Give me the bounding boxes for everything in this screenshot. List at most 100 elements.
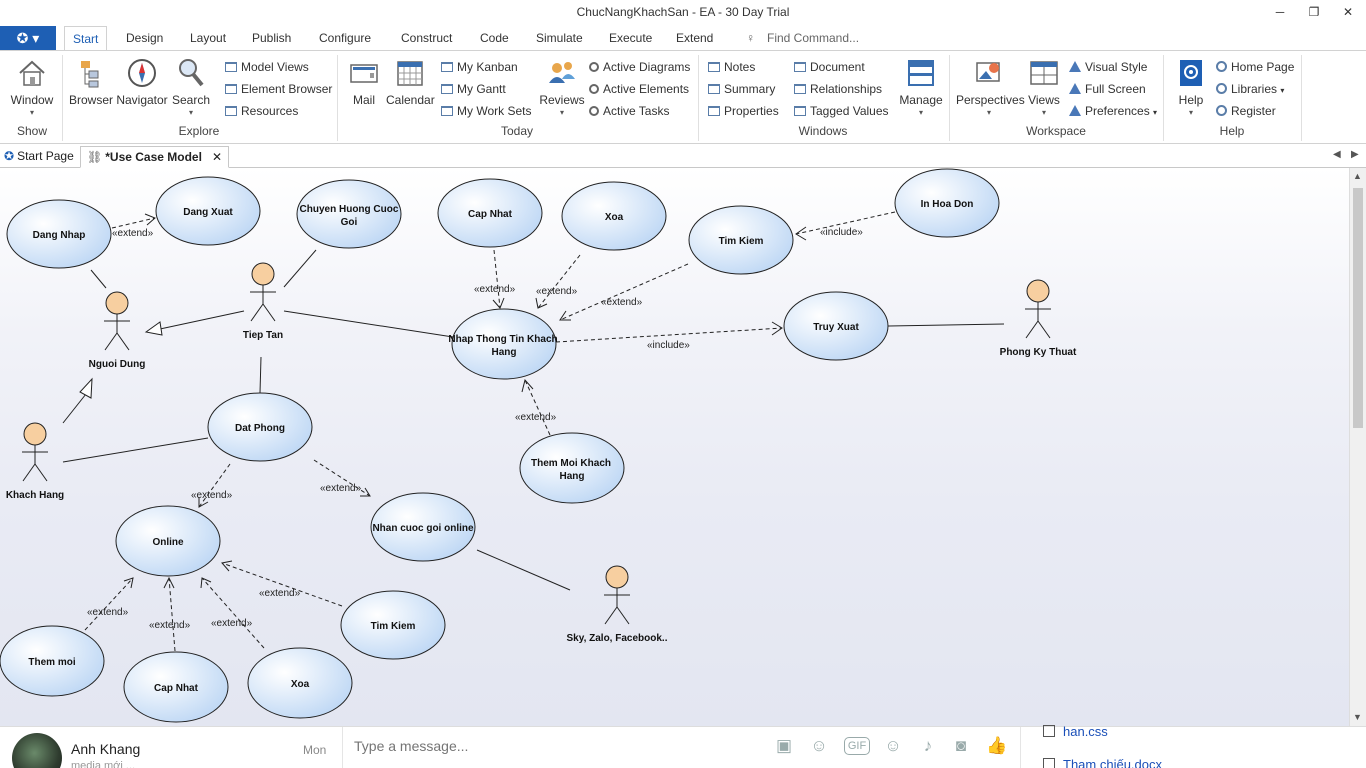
visual-style-button[interactable]: Visual Style (1069, 60, 1147, 74)
use-case-cap-nhat-top[interactable]: Cap Nhat (437, 178, 543, 248)
diagram-canvas[interactable]: «extend» «extend» «extend» «extend» «inc… (0, 168, 1349, 726)
tab-configure[interactable]: Configure (319, 31, 372, 45)
use-case-tim-kiem-bottom[interactable]: Tim Kiem (340, 590, 446, 660)
tab-start[interactable]: Start (64, 26, 108, 51)
active-elements-button[interactable]: Active Elements (589, 82, 689, 96)
use-case-tim-kiem-top[interactable]: Tim Kiem (688, 205, 794, 275)
message-input[interactable] (354, 738, 754, 754)
tagged-values-button[interactable]: Tagged Values (794, 104, 889, 118)
window-button[interactable]: Window ▾ (10, 57, 54, 117)
use-case-label: Online (152, 537, 184, 548)
app-menu-button[interactable]: ✪ ▾ (0, 26, 56, 50)
notes-button[interactable]: Notes (708, 60, 755, 74)
tab-start-page[interactable]: ✪Start Page (4, 149, 74, 163)
model-views-button[interactable]: Model Views (225, 60, 309, 74)
manage-button[interactable]: Manage ▾ (898, 57, 944, 117)
tab-publish[interactable]: Publish (252, 31, 292, 45)
tabs-right-arrow-icon[interactable]: ▶ (1351, 149, 1359, 160)
tab-layout[interactable]: Layout (190, 31, 227, 45)
help-button[interactable]: Help ▾ (1172, 57, 1210, 117)
chevron-down-icon: ▾ (1188, 108, 1193, 117)
properties-button[interactable]: Properties (708, 104, 779, 118)
use-case-xoa-bottom[interactable]: Xoa (247, 647, 353, 719)
avatar[interactable] (12, 733, 62, 768)
home-page-button[interactable]: Home Page (1216, 60, 1294, 74)
my-gantt-button[interactable]: My Gantt (441, 82, 506, 96)
scroll-up-arrow-icon[interactable]: ▲ (1353, 171, 1362, 181)
image-icon[interactable]: ▣ (775, 736, 793, 755)
tab-extend[interactable]: Extend (676, 31, 714, 45)
mail-button[interactable]: Mail (344, 57, 384, 107)
libraries-button[interactable]: Libraries ▾ (1216, 82, 1284, 96)
emoji-icon[interactable]: ☺ (884, 736, 902, 755)
tab-use-case-model[interactable]: ⛓*Use Case Model✕ (80, 146, 229, 168)
use-case-cap-nhat-bottom[interactable]: Cap Nhat (123, 651, 229, 723)
document-button[interactable]: Document (794, 60, 865, 74)
reviews-button[interactable]: Reviews ▾ (538, 57, 586, 117)
my-work-sets-button[interactable]: My Work Sets (441, 104, 531, 118)
use-case-truy-xuat[interactable]: Truy Xuat (783, 291, 889, 361)
microphone-icon[interactable]: ♪ (923, 736, 933, 755)
calendar-button[interactable]: Calendar (386, 57, 435, 107)
use-case-nhan-cuoc-goi-online[interactable]: Nhan cuoc goi online (370, 492, 476, 562)
navigator-button[interactable]: Navigator (116, 57, 168, 107)
tab-design[interactable]: Design (126, 31, 164, 45)
globe-icon (1216, 61, 1227, 72)
actor-phong-ky-thuat[interactable]: Phong Ky Thuat (1000, 279, 1077, 358)
use-case-dang-xuat[interactable]: Dang Xuat (155, 176, 261, 246)
scrollbar-thumb[interactable] (1353, 188, 1363, 428)
scroll-down-arrow-icon[interactable]: ▼ (1353, 712, 1362, 722)
compass-icon (128, 59, 156, 87)
use-case-dat-phong[interactable]: Dat Phong (207, 392, 313, 462)
gif-icon[interactable]: GIF (844, 737, 870, 755)
views-button[interactable]: Views ▾ (1025, 57, 1063, 117)
use-case-in-hoa-don[interactable]: In Hoa Don (894, 168, 1000, 238)
register-button[interactable]: Register (1216, 104, 1276, 118)
tab-code[interactable]: Code (480, 31, 509, 45)
camera-icon[interactable]: ◙ (955, 736, 967, 755)
tab-construct[interactable]: Construct (401, 31, 453, 45)
calendar-label: Calendar (386, 93, 435, 107)
active-diagrams-button[interactable]: Active Diagrams (589, 60, 690, 74)
find-command[interactable]: ♀Find Command... (746, 31, 859, 45)
full-screen-button[interactable]: Full Screen (1069, 82, 1146, 96)
actor-tiep-tan[interactable]: Tiep Tan (243, 262, 283, 341)
minimize-button[interactable]: ─ (1275, 5, 1285, 19)
vertical-scrollbar[interactable]: ▲ ▼ (1349, 168, 1366, 726)
browser-button[interactable]: Browser (68, 57, 114, 107)
shared-file-item[interactable]: Tham chiếu.docx (1043, 757, 1162, 768)
resources-label: Resources (241, 104, 299, 118)
perspectives-button[interactable]: Perspectives ▾ (956, 57, 1025, 117)
tab-simulate[interactable]: Simulate (536, 31, 583, 45)
use-case-them-moi[interactable]: Them moi (0, 625, 105, 697)
relationships-button[interactable]: Relationships (794, 82, 882, 96)
actor-sky-zalo-facebook[interactable]: Sky, Zalo, Facebook.. (567, 565, 668, 644)
actor-khach-hang[interactable]: Khach Hang (6, 422, 64, 501)
extend-label: «extend» (515, 412, 557, 423)
group-divider (949, 55, 950, 141)
shared-file-item[interactable]: han.css (1043, 724, 1108, 739)
manage-label: Manage (899, 93, 943, 107)
sticker-icon[interactable]: ☺ (810, 736, 828, 755)
restore-button[interactable]: ❐ (1308, 5, 1320, 19)
search-button[interactable]: Search ▾ (171, 57, 211, 117)
use-case-xoa-top[interactable]: Xoa (561, 181, 667, 251)
summary-button[interactable]: Summary (708, 82, 775, 96)
tab-execute[interactable]: Execute (609, 31, 653, 45)
arrowhead (795, 226, 807, 241)
use-case-online[interactable]: Online (115, 505, 221, 577)
tabs-left-arrow-icon[interactable]: ◀ (1333, 149, 1341, 160)
actor-nguoi-dung[interactable]: Nguoi Dung (89, 291, 146, 370)
use-case-dang-nhap[interactable]: Dang Nhap (6, 199, 112, 269)
close-window-button[interactable]: ✕ (1342, 5, 1354, 19)
close-tab-icon[interactable]: ✕ (211, 150, 222, 164)
active-tasks-button[interactable]: Active Tasks (589, 104, 669, 118)
element-browser-button[interactable]: Element Browser (225, 82, 332, 96)
preferences-button[interactable]: Preferences ▾ (1069, 104, 1157, 118)
my-kanban-button[interactable]: My Kanban (441, 60, 518, 74)
like-thumbs-up-icon[interactable]: 👍 (986, 736, 1008, 755)
resources-button[interactable]: Resources (225, 104, 298, 118)
